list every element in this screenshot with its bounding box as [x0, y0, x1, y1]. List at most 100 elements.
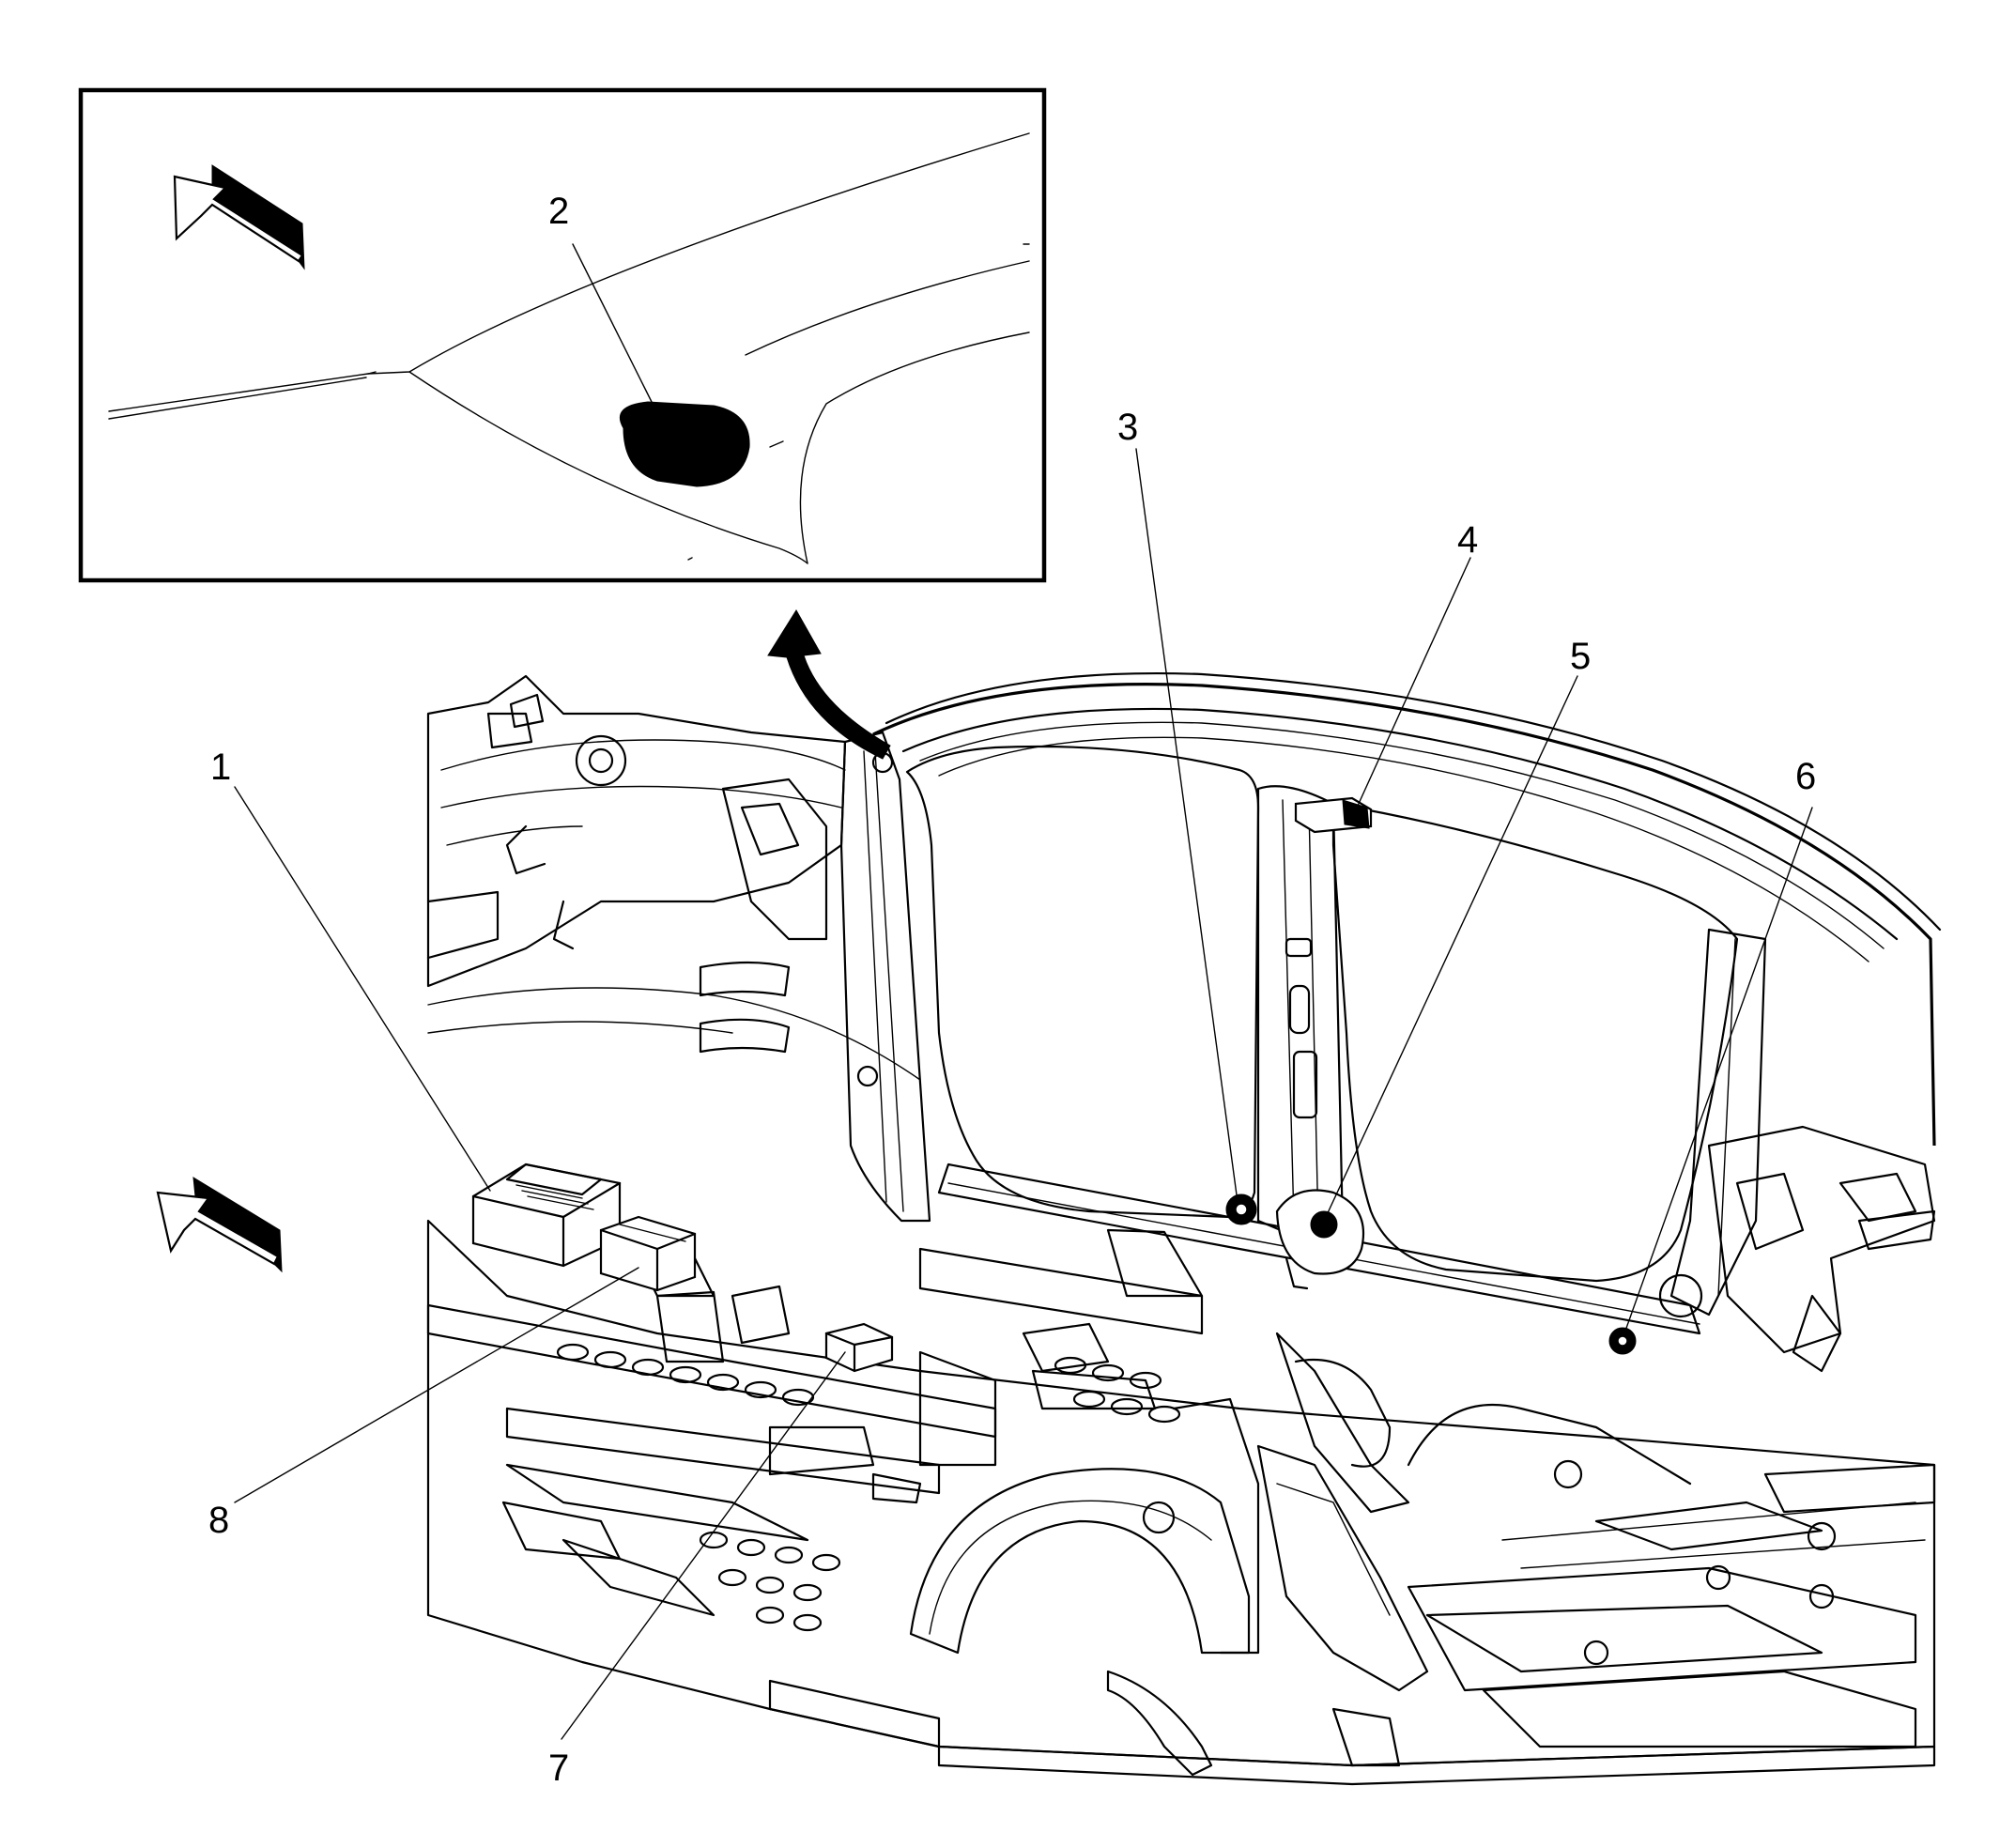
- roof-rail-inner: [901, 707, 1899, 941]
- floor-bracket: [1106, 1228, 1204, 1298]
- vehicle-body-structure: [426, 671, 1942, 1786]
- trunk-floor-grommet: [1705, 1564, 1731, 1591]
- rear-seat-pan: [1275, 1332, 1410, 1514]
- inset-contour-line: [799, 331, 1030, 564]
- rear-floor-contour: [1407, 1403, 1692, 1486]
- inset-contour-line: [367, 132, 1030, 375]
- front-door-opening: [905, 745, 1260, 1219]
- trunk-floor-grommet: [1553, 1459, 1583, 1489]
- inset-contour-line: [769, 440, 784, 448]
- component-4-sensor: [1294, 796, 1373, 834]
- rear-wheelhouse: [909, 1468, 1251, 1655]
- floor-pan: [426, 1219, 1936, 1767]
- component-8-control-module: [599, 1215, 697, 1292]
- a-pillar: [839, 731, 931, 1223]
- detail-view-curved-arrow-icon: [767, 609, 891, 760]
- a-pillar-edge: [874, 750, 904, 1212]
- floor-slot: [871, 1472, 922, 1504]
- inset-contour-line: [408, 371, 808, 564]
- callout-7: 7: [548, 1748, 569, 1789]
- wheelhouse-hole: [1142, 1501, 1176, 1534]
- roof-rail: [872, 683, 1936, 1147]
- dash-bracket: [509, 693, 545, 729]
- dash-contour: [505, 824, 546, 875]
- roof-rail-inner: [938, 736, 1869, 962]
- rear-body-bracket: [1735, 1172, 1805, 1251]
- forward-direction-arrow-icon: [156, 1177, 283, 1273]
- leader-line-3: [1135, 448, 1238, 1203]
- trunk-floor-panel: [1482, 1670, 1917, 1748]
- rear-lower-bracket: [1331, 1707, 1401, 1767]
- trunk-floor-panel: [1594, 1501, 1823, 1551]
- rear-lower-edge: [768, 1679, 941, 1748]
- leader-line-5: [1325, 675, 1578, 1218]
- strut-tower-mount: [575, 734, 627, 787]
- strut-tower-mount: [588, 747, 614, 774]
- floor-hole-pattern: [556, 1343, 1181, 1632]
- detail-inset: [78, 87, 1047, 583]
- leader-line-7: [561, 1351, 846, 1740]
- a-pillar-fastener: [856, 1065, 879, 1087]
- b-pillar-slot: [1288, 984, 1311, 1035]
- trunk-floor-panel: [1425, 1604, 1823, 1673]
- callout-1: 1: [210, 747, 231, 788]
- b-pillar-slot: [1285, 937, 1313, 958]
- roof-rail-inner: [919, 721, 1885, 949]
- floor-crossmember: [918, 1247, 1204, 1335]
- roof-rail-edge: [885, 671, 1942, 932]
- component-5-retractor: [1275, 1189, 1365, 1290]
- rear-body-hole: [1658, 1273, 1703, 1318]
- a-pillar-fastener: [871, 751, 894, 774]
- quarter-inner-panel: [1172, 1397, 1260, 1655]
- dash-panel-contour: [440, 785, 842, 808]
- dash-lower-panel: [426, 890, 500, 960]
- sensor-module-component: [619, 401, 750, 487]
- leader-line-4: [1357, 557, 1471, 807]
- rear-rail: [1256, 1444, 1429, 1692]
- trunk-floor-panel: [1407, 1566, 1917, 1692]
- hinge-pillar-bracket: [721, 778, 828, 941]
- callout-8: 8: [208, 1500, 229, 1541]
- seat-mount-bracket: [731, 1285, 791, 1345]
- component-1-control-module: [471, 1163, 622, 1268]
- inset-contour-line: [745, 260, 1030, 356]
- trunk-floor-grommet: [1808, 1583, 1835, 1609]
- b-pillar: [1256, 785, 1345, 1247]
- callout-2: 2: [548, 191, 569, 232]
- dash-panel-contour: [440, 739, 846, 771]
- b-pillar-bracket: [1292, 1050, 1318, 1119]
- leader-line-1: [234, 786, 491, 1192]
- detail-inset-frame: [78, 87, 1047, 583]
- rear-lower-edge: [937, 1745, 1936, 1786]
- seat-mount-bracket: [655, 1290, 725, 1363]
- dash-slot: [699, 961, 791, 997]
- leader-line-6: [1623, 807, 1813, 1334]
- trunk-floor-grommet: [1583, 1640, 1609, 1666]
- leader-line-8: [234, 1267, 639, 1503]
- rear-rail-edge: [1276, 1483, 1391, 1616]
- inset-contour-line: [108, 377, 367, 420]
- component-6-sensor: [1608, 1327, 1637, 1355]
- dash-panel-contour: [446, 825, 583, 846]
- dash-bracket: [486, 712, 533, 749]
- floor-longitudinal-rail: [505, 1407, 941, 1495]
- c-pillar: [1669, 928, 1767, 1317]
- rear-body-panel: [1707, 1125, 1936, 1354]
- rear-body-bracket: [1838, 1172, 1917, 1223]
- floor-contour: [427, 1021, 733, 1034]
- rear-lower-bracket: [1106, 1670, 1213, 1777]
- inset-contour-line: [687, 557, 693, 561]
- floor-slot: [1022, 1322, 1110, 1373]
- rear-body-bracket: [1792, 1294, 1842, 1373]
- callout-6: 6: [1795, 756, 1816, 797]
- rear-body-bracket: [1857, 1209, 1936, 1251]
- callout-4: 4: [1457, 519, 1478, 561]
- floor-bracket: [501, 1501, 622, 1561]
- component-7-sensor: [824, 1322, 894, 1373]
- callout-5: 5: [1570, 636, 1591, 677]
- floor-bracket: [562, 1538, 715, 1617]
- leader-line-2: [572, 243, 658, 414]
- b-pillar-edge: [1308, 807, 1319, 1231]
